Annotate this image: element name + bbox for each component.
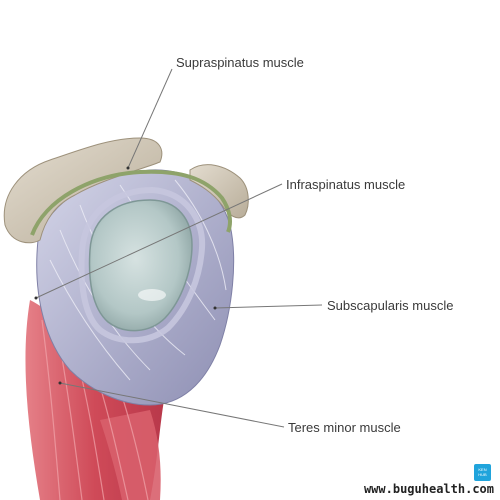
label-infraspinatus: Infraspinatus muscle [286, 177, 406, 192]
kenhub-logo: KEN HUB [474, 464, 491, 481]
glenoid-highlight [138, 289, 166, 301]
watermark: www.buguhealth.com [363, 482, 494, 496]
glenoid-rim [78, 186, 206, 344]
label-supraspinatus: Supraspinatus muscle [176, 55, 304, 70]
coracoid-process [189, 164, 249, 219]
leader-endpoints [34, 166, 217, 385]
label-teres-minor: Teres minor muscle [288, 420, 401, 435]
glenoid-surface [88, 199, 193, 332]
leader-lines [35, 68, 323, 428]
label-subscapularis: Subscapularis muscle [327, 298, 454, 313]
labrum [30, 169, 232, 236]
muscle-belly-lower [100, 410, 161, 500]
